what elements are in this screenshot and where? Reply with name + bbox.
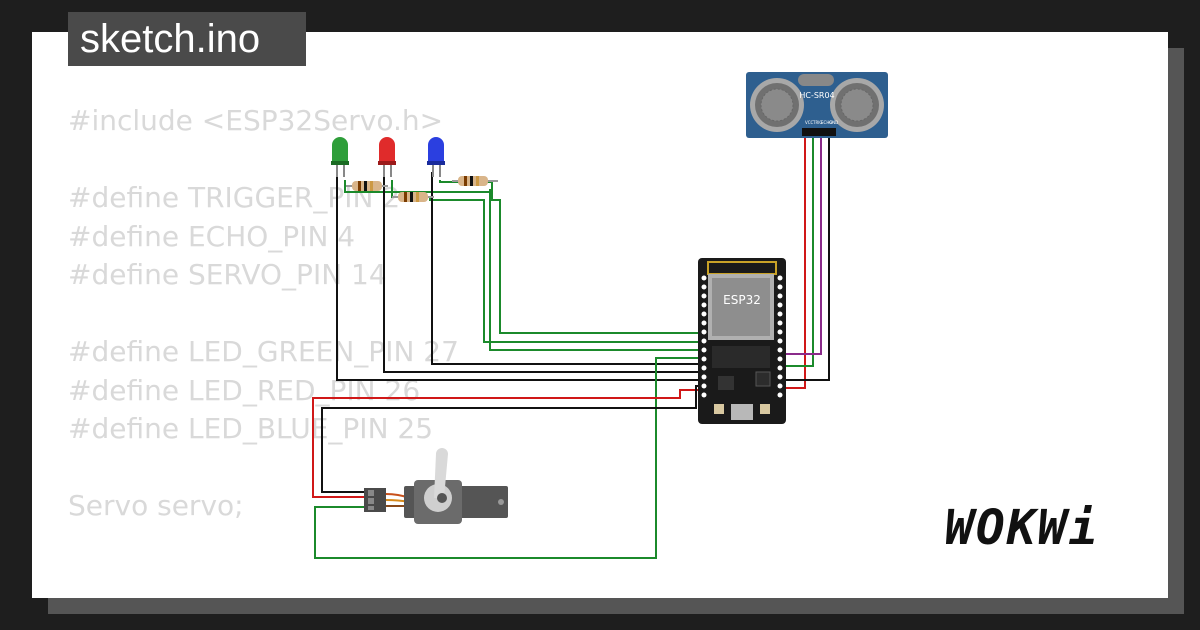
wire-red-led	[391, 180, 700, 343]
code-line: #define LED_GREEN_PIN 27	[68, 335, 459, 368]
code-line: #define LED_BLUE_PIN 25	[68, 412, 434, 445]
leds	[331, 137, 445, 177]
sensor-label: HC-SR04	[799, 91, 834, 100]
sensor-pin-label: VCC	[805, 120, 814, 125]
board-label: ESP32	[723, 293, 761, 307]
code-line: Servo servo;	[68, 489, 244, 522]
resistor	[346, 181, 388, 191]
servo-motor	[364, 448, 508, 524]
led-green	[331, 137, 349, 177]
wire-servo-ground	[321, 385, 700, 493]
sensor-pin-label: TRIG	[812, 120, 823, 125]
resistor	[392, 192, 434, 202]
wire-sensor-vcc	[786, 135, 806, 389]
sensor-pin-label: GND	[829, 120, 838, 125]
code-line: #define ECHO_PIN 4	[68, 219, 356, 253]
wire-servo-signal	[314, 357, 700, 559]
wokwi-logo: WOKWi	[945, 500, 1100, 556]
resistor	[452, 176, 498, 186]
code-line: #define SERVO_PIN 14	[68, 258, 387, 291]
wire-ground-blue	[431, 172, 700, 365]
code-line: #define TRIGGER_PIN 2	[68, 181, 401, 214]
led-red	[378, 137, 396, 177]
wire-blue-led	[439, 180, 700, 351]
led-blue	[427, 137, 445, 177]
sensor-pin-label: ECHO	[821, 120, 832, 125]
wire-sensor-echo	[786, 135, 822, 355]
file-tab[interactable]: sketch.ino	[68, 12, 306, 66]
ultrasonic-sensor: HC-SR04 VCC TRIG ECHO GND	[746, 72, 888, 138]
esp32-board: ESP32	[698, 258, 786, 424]
wire-ground-red	[383, 172, 700, 373]
wire-ground-green	[336, 172, 700, 381]
preview-card: #include <ESP32Servo.h> #define TRIGGER_…	[32, 32, 1168, 598]
wire-green-led	[344, 180, 700, 334]
wires	[312, 135, 830, 559]
wire-sensor-gnd	[786, 135, 830, 381]
wire-servo-power	[312, 389, 700, 498]
resistors	[346, 176, 498, 202]
wire-sensor-trig	[786, 135, 814, 367]
code-line: #include <ESP32Servo.h>	[68, 104, 444, 137]
